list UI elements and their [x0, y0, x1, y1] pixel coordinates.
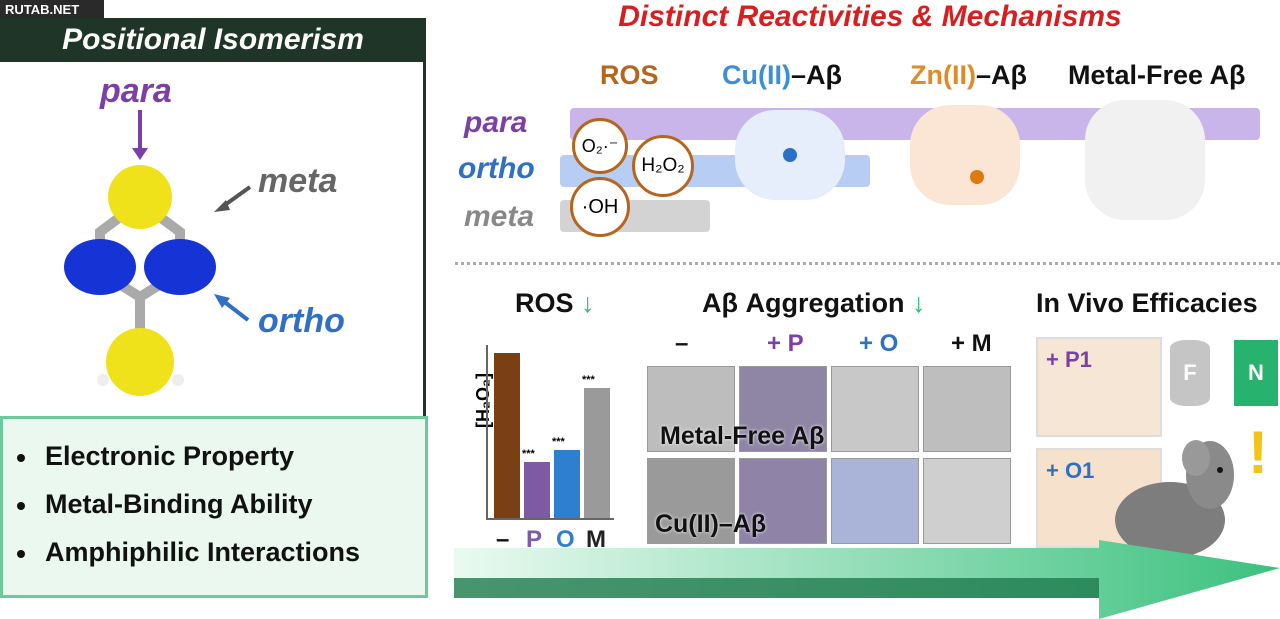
- cu-abeta-structure-icon: [735, 110, 845, 200]
- tem-image: [739, 458, 827, 544]
- tem-column-label: + P: [767, 330, 804, 357]
- tem-image: [647, 366, 735, 452]
- row-label-ortho: ortho: [458, 152, 535, 185]
- cu-row-label: Cu(II)–Aβ: [655, 510, 767, 538]
- bar-1: [524, 461, 550, 518]
- divider: [455, 262, 1280, 265]
- category-label: –: [496, 526, 510, 553]
- bullet-item: Amphiphilic Interactions: [17, 537, 425, 567]
- ortho-label: ortho: [258, 302, 345, 340]
- cylinder-f-icon: F: [1170, 340, 1210, 406]
- tem-column-label: + O: [859, 330, 899, 357]
- ros-label: ROS: [600, 60, 659, 90]
- category-label: P: [526, 526, 543, 553]
- ros-bar-chart: *** *** ***: [486, 345, 614, 520]
- metal-free-label: Metal-Free Aβ: [1068, 60, 1246, 90]
- bar-3: [584, 387, 610, 518]
- tem-column-label: –: [675, 330, 689, 357]
- brain-slice-p1: + P1: [1036, 337, 1162, 437]
- bar-2: [554, 450, 580, 518]
- h2o2-species: H₂O₂: [632, 135, 694, 197]
- cube-n-icon: N: [1234, 340, 1278, 406]
- in-vivo-section-title: In Vivo Efficacies: [1036, 288, 1258, 318]
- tem-image: [831, 458, 919, 544]
- para-label: para: [100, 72, 172, 110]
- tem-image-grid: – + P + O + M: [647, 330, 1017, 550]
- mouse-icon: [1115, 440, 1234, 558]
- bullet-item: Electronic Property: [17, 441, 425, 471]
- bullet-item: Metal-Binding Ability: [17, 489, 425, 519]
- tem-column-label: + M: [951, 330, 992, 357]
- category-label: O: [556, 526, 575, 553]
- zn-abeta-structure-icon: [910, 105, 1020, 205]
- pyrazine-molecule-icon: [64, 110, 252, 396]
- row-label-meta: meta: [464, 200, 535, 233]
- molecule-panel: para meta ortho: [0, 62, 426, 416]
- significance-mark: ***: [522, 447, 535, 460]
- alert-icon: !: [1248, 419, 1268, 486]
- left-panel-header: Positional Isomerism: [0, 18, 426, 62]
- tem-image: [923, 366, 1011, 452]
- watermark: RUTAB.NET: [0, 0, 104, 18]
- progress-arrow: [454, 540, 1280, 619]
- metal-free-abeta-structure-icon: [1085, 100, 1205, 220]
- bar-0: [494, 353, 520, 518]
- property-list: Electronic Property Metal-Binding Abilit…: [0, 416, 428, 598]
- right-title: Distinct Reactivities & Mechanisms: [618, 0, 1122, 33]
- tem-image: [831, 366, 919, 452]
- superoxide-species: O₂·⁻: [572, 118, 628, 174]
- row-label-para: para: [464, 106, 528, 139]
- ros-section-title: ROS ↓: [515, 288, 595, 318]
- zn-abeta-label: Zn(II)–Aβ: [910, 60, 1027, 90]
- tem-image: [647, 458, 735, 544]
- tem-image: [739, 366, 827, 452]
- significance-mark: ***: [582, 373, 595, 386]
- tem-image: [923, 458, 1011, 544]
- category-label: M: [586, 526, 606, 553]
- aggregation-section-title: Aβ Aggregation ↓: [702, 288, 926, 318]
- significance-mark: ***: [552, 436, 565, 449]
- hydroxyl-species: ·OH: [570, 177, 630, 237]
- meta-label: meta: [258, 162, 338, 200]
- metal-free-row-label: Metal-Free Aβ: [660, 422, 825, 450]
- cu-abeta-label: Cu(II)–Aβ: [722, 60, 842, 90]
